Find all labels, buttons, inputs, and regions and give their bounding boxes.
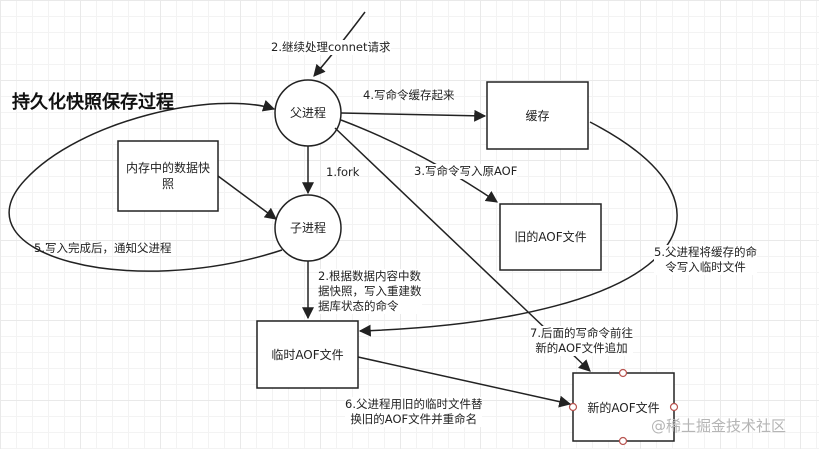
edge-label-write-cache: 4.写命令缓存起来 — [363, 88, 455, 102]
edge-label-replace-aof: 6.父进程用旧的临时文件替 换旧的AOF文件并重命名 — [345, 397, 483, 427]
node-new-aof-box[interactable] — [572, 372, 675, 442]
node-temp-aof-box[interactable] — [256, 320, 359, 389]
edge-temp-to-new-aof[interactable] — [357, 356, 572, 408]
node-memory-label: 内存中的数据快照 — [126, 161, 211, 191]
edge-label-child-to-temp-line1: 2.根据数据内容中数 — [318, 269, 421, 283]
node-memory-box[interactable] — [117, 140, 219, 212]
watermark: @稀土掘金技术社区 — [651, 417, 787, 435]
edge-label-write-old-aof: 3.写命令写入原AOF — [414, 164, 518, 179]
edge-label-append-new-aof: 7.后面的写命令前往 新的AOF文件追加 — [530, 326, 633, 356]
node-temp-aof-label: 临时AOF文件 — [271, 348, 344, 362]
node-old-aof-label: 旧的AOF文件 — [514, 230, 587, 244]
edge-label-cache-to-temp-line1: 5.父进程将缓存的命 — [654, 245, 757, 259]
node-cache-label: 缓存 — [525, 109, 550, 123]
edge-write-old-aof[interactable] — [340, 119, 498, 203]
edge-label-child-to-temp-line3: 据库状态的命令 — [318, 299, 399, 313]
node-parent-label: 父进程 — [289, 106, 326, 120]
edge-label-replace-aof-line1: 6.父进程用旧的临时文件替 — [345, 397, 483, 411]
resize-handle-bottom[interactable] — [618, 436, 628, 446]
edge-label-child-to-temp-line2: 据快照，写入重建数 — [318, 284, 422, 298]
edge-label-append-new-aof-line2: 新的AOF文件追加 — [535, 341, 628, 355]
resize-handle-top[interactable] — [618, 368, 628, 378]
node-new-aof-label: 新的AOF文件 — [587, 401, 660, 415]
edge-notify-parent[interactable] — [8, 99, 283, 272]
edge-label-notify-parent: 5.写入完成后，通知父进程 — [34, 241, 172, 255]
edge-label-fork: 1.fork — [326, 165, 360, 179]
node-old-aof-box[interactable] — [499, 203, 602, 271]
edge-label-continue-request: 2.继续处理connet请求 — [271, 40, 391, 55]
edge-label-child-to-temp: 2.根据数据内容中数 据快照，写入重建数 据库状态的命令 — [318, 269, 422, 314]
edge-write-cache[interactable] — [340, 109, 487, 122]
diagram-title: 持久化快照保存过程 — [12, 92, 174, 113]
edge-label-replace-aof-line2: 换旧的AOF文件并重命名 — [350, 412, 478, 426]
node-child-label: 子进程 — [289, 221, 326, 235]
edge-label-cache-to-temp-line2: 令写入临时文件 — [665, 260, 746, 274]
edge-label-append-new-aof-line1: 7.后面的写命令前往 — [530, 326, 633, 340]
edge-snapshot-to-child[interactable] — [217, 175, 277, 220]
edge-label-cache-to-temp: 5.父进程将缓存的命 令写入临时文件 — [654, 245, 757, 275]
resize-handle-right[interactable] — [669, 402, 679, 412]
node-cache-box[interactable] — [486, 81, 589, 150]
